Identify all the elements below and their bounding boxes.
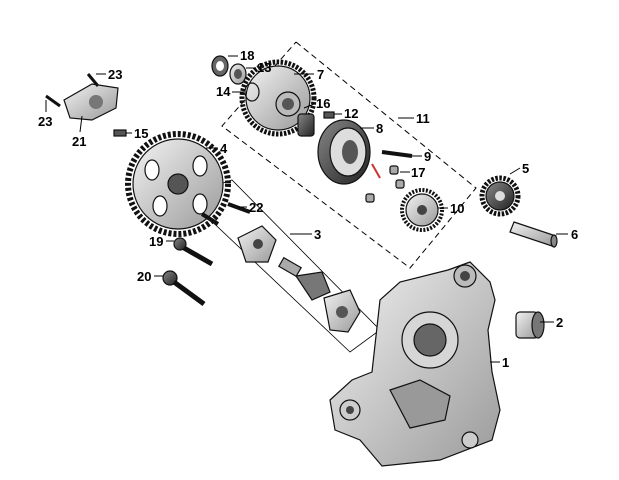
callout-label-7: 7	[317, 67, 324, 82]
gear-part-5	[479, 175, 521, 217]
callout-6: 6	[556, 227, 578, 242]
callout-23a: 23	[96, 67, 122, 82]
callout-19: 19	[149, 234, 174, 249]
callout-label-21: 21	[72, 134, 86, 149]
callout-label-23b: 23	[38, 114, 52, 129]
crankcase-part-1	[329, 261, 501, 467]
ring-part-18	[211, 55, 229, 77]
needle-bearing-part-16	[297, 113, 315, 137]
shaft-part-6	[509, 221, 558, 248]
callout-23b: 23	[38, 100, 52, 129]
callouts: 18 13 7 14 16 12 11 8	[38, 48, 578, 370]
callout-label-1: 1	[502, 355, 509, 370]
callout-17: 17	[400, 165, 425, 180]
bearing-part-13	[229, 63, 247, 85]
oil-pump-part-3	[237, 225, 361, 333]
callout-8: 8	[360, 121, 383, 136]
callout-label-17: 17	[411, 165, 425, 180]
callout-20: 20	[137, 269, 163, 284]
callout-9: 9	[412, 149, 431, 164]
callout-14: 14	[216, 84, 244, 99]
callout-21: 21	[72, 115, 86, 149]
callout-label-18: 18	[240, 48, 254, 63]
callout-13: 13	[246, 60, 271, 75]
pin-part-17	[365, 165, 405, 203]
gear-part-4	[125, 131, 231, 237]
assembly-boundary-11	[221, 41, 477, 269]
callout-label-15: 15	[134, 126, 148, 141]
bolt-part-23a	[86, 73, 100, 87]
callout-label-11: 11	[416, 111, 430, 126]
callout-label-6: 6	[571, 227, 578, 242]
callout-label-12: 12	[344, 106, 358, 121]
pin-part-9	[371, 150, 413, 179]
gear-part-7	[239, 59, 317, 137]
callout-label-2: 2	[556, 315, 563, 330]
callout-label-23a: 23	[108, 67, 122, 82]
bolt-part-20	[162, 270, 206, 307]
callout-label-9: 9	[424, 149, 431, 164]
callout-label-16: 16	[316, 96, 330, 111]
pin-part-12	[323, 111, 335, 119]
callout-label-10: 10	[450, 201, 464, 216]
callout-5: 5	[509, 161, 529, 176]
washer-part-14	[244, 82, 260, 102]
callout-16: 16	[303, 96, 330, 111]
callout-3: 3	[290, 227, 321, 242]
bolt-part-19	[173, 237, 214, 267]
gear-part-10	[400, 188, 444, 232]
callout-label-8: 8	[376, 121, 383, 136]
cover-part-21	[63, 83, 119, 121]
bushing-part-2	[515, 311, 545, 339]
callout-12: 12	[334, 106, 358, 121]
callout-label-4: 4	[220, 141, 228, 156]
callout-2: 2	[540, 315, 563, 330]
callout-label-14: 14	[216, 84, 231, 99]
callout-4: 4	[206, 141, 228, 156]
pin-part-15	[113, 129, 127, 137]
bolt-part-22	[200, 202, 251, 226]
callout-10: 10	[438, 201, 464, 216]
callout-7: 7	[294, 67, 324, 82]
callout-18: 18	[228, 48, 254, 63]
bolt-part-23b	[45, 94, 61, 108]
callout-15: 15	[126, 126, 148, 141]
callout-11: 11	[398, 111, 430, 126]
callout-label-20: 20	[137, 269, 151, 284]
callout-1: 1	[490, 355, 509, 370]
callout-label-22: 22	[249, 200, 263, 215]
callout-22: 22	[238, 200, 263, 215]
drum-part-8	[317, 119, 371, 185]
callout-label-13: 13	[257, 60, 271, 75]
callout-label-3: 3	[314, 227, 321, 242]
callout-label-19: 19	[149, 234, 163, 249]
callout-label-5: 5	[522, 161, 529, 176]
